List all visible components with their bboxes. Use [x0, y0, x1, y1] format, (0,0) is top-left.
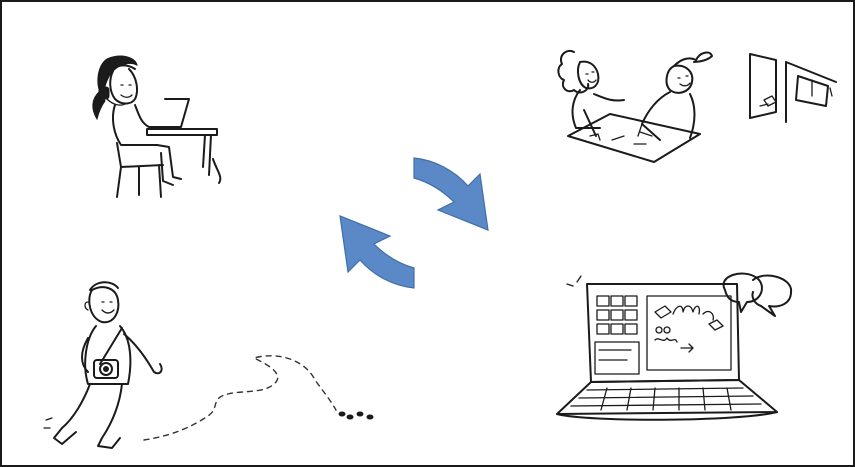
laptop-with-ideas-icon [547, 272, 807, 432]
walking-person-with-camera-icon [40, 268, 390, 458]
field-research-illustration [40, 268, 390, 458]
people-sketching-icon [550, 40, 840, 170]
photo-grid [597, 296, 637, 334]
upper-cycle-arrow [414, 158, 488, 230]
digital-synthesis-illustration [547, 272, 807, 432]
workshop-illustration [550, 40, 840, 170]
person-at-laptop-icon [77, 47, 227, 207]
desk-work-illustration [77, 47, 227, 207]
